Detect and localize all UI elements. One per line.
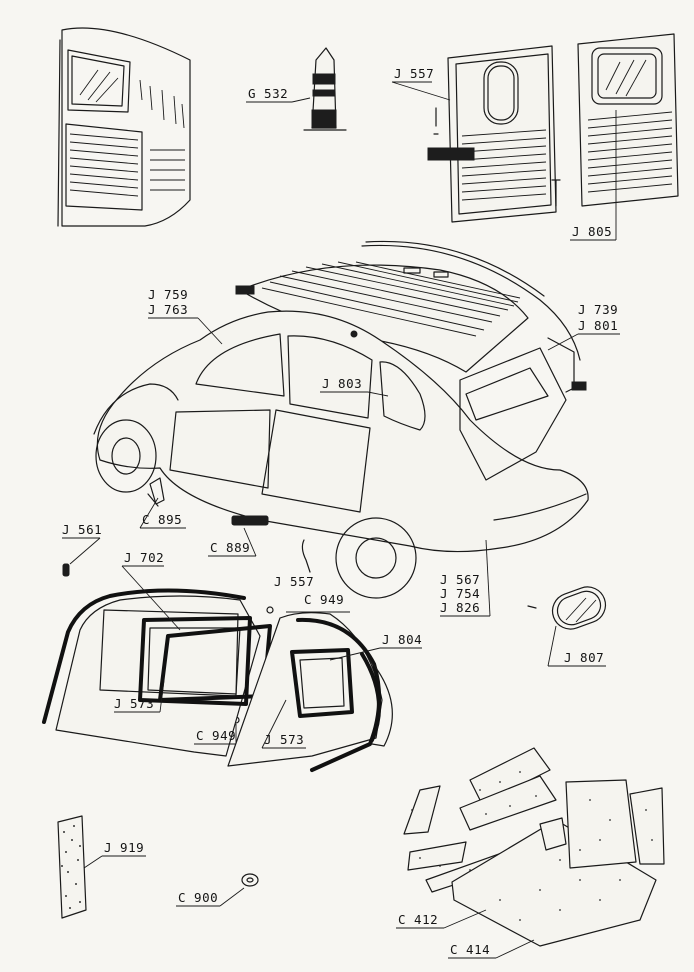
callout-c900: C 900 [178,890,218,905]
callout-c414: C 414 [450,942,490,957]
car-body-illustration [93,240,589,599]
rear-quarter-panel-illustration [57,27,191,227]
callout-j803: J 803 [322,376,362,391]
callout-j763: J 763 [148,302,188,317]
callout-j702: J 702 [124,550,164,565]
callout-j739: J 739 [578,302,618,317]
callout-j759: J 759 [148,287,188,302]
callout-j557-door: J 557 [394,66,434,81]
callout-j805: J 805 [572,224,612,239]
callout-g532: G 532 [248,86,288,101]
door-seals-illustration [42,588,393,772]
callout-j919: J 919 [104,840,144,855]
floor-mat-set-illustration [403,747,665,947]
callout-j754: J 754 [440,586,480,601]
carpet-roll-illustration [57,815,87,919]
callout-j573-left: J 573 [114,696,154,711]
callout-j807: J 807 [564,650,604,665]
callout-j557-clip: J 557 [274,574,314,589]
sealant-tube-illustration [303,47,347,131]
callout-labels: G 532 J 557 J 805 J 759 J 763 J 739 J 80… [62,66,618,957]
callout-j801: J 801 [578,318,618,333]
callout-j561: J 561 [62,522,102,537]
callout-c949-upper: C 949 [304,592,344,607]
callout-j826: J 826 [440,600,480,615]
callout-j804: J 804 [382,632,422,647]
door-with-oval-window-illustration [427,45,557,223]
door-with-square-window-illustration [551,33,679,207]
callout-leader-lines [62,81,620,959]
callout-j573-right: J 573 [264,732,304,747]
oval-window-glass-illustration [527,586,607,630]
callout-c949-lower: C 949 [196,728,236,743]
grommet-illustration [241,873,259,887]
callout-j567: J 567 [440,572,480,587]
callout-c895: C 895 [142,512,182,527]
callout-c412: C 412 [398,912,438,927]
callout-c889: C 889 [210,540,250,555]
